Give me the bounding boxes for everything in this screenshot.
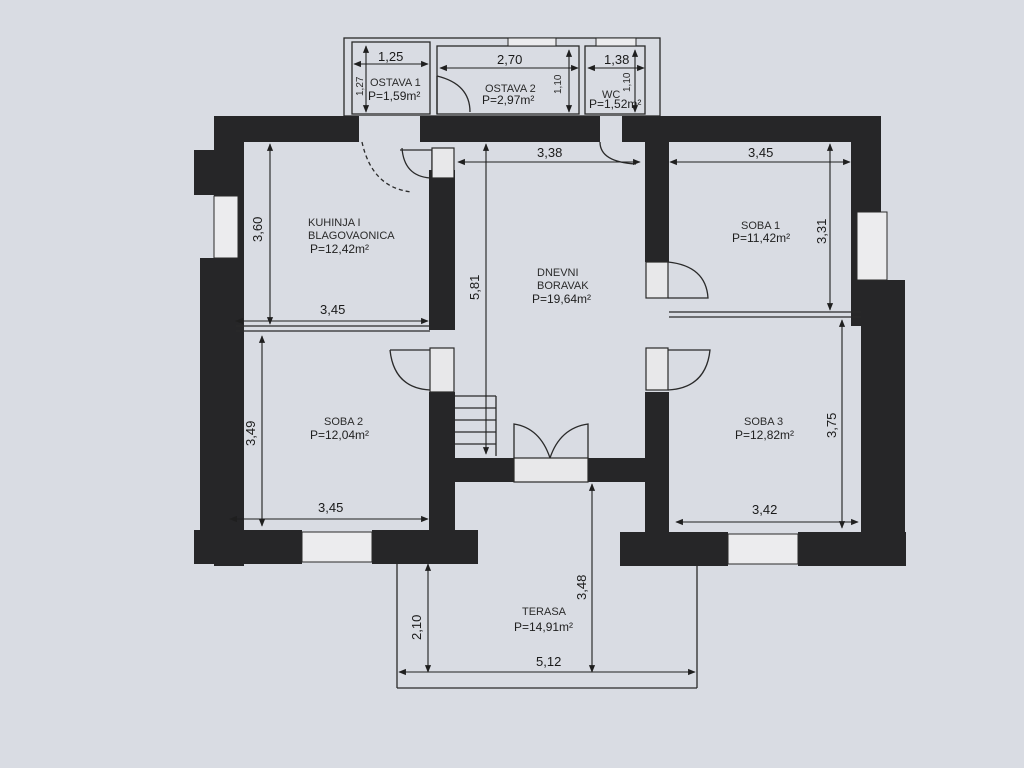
walls [194,116,906,566]
dim-kuhinja-height: 3,60 [250,217,265,242]
room-name-dnevni-2: BORAVAK [537,280,589,292]
room-area-kuhinja: P=12,42m² [310,242,369,256]
dimension-lines [229,45,859,676]
room-name-soba1: SOBA 1 [741,220,780,232]
room-area-ostava2: P=2,97m² [482,93,534,107]
room-area-wc: P=1,52m² [589,97,641,111]
partitions [236,311,861,332]
room-name-kuhinja-1: KUHINJA I [308,217,361,229]
terrace-outline [396,564,698,689]
dim-soba2-height: 3,49 [243,421,258,446]
dim-dnevni-width: 3,38 [537,145,562,160]
dim-terasa-depth-left: 2,10 [409,615,424,640]
room-name-terasa: TERASA [522,606,567,618]
dim-ostava1-height: 1,27 [355,76,366,96]
dim-wc-width: 1,38 [604,52,629,67]
room-name-dnevni-1: DNEVNI [537,267,579,279]
stairs [455,395,497,456]
room-name-soba3: SOBA 3 [744,416,783,428]
room-area-soba3: P=12,82m² [735,428,794,442]
dim-dnevni-height: 5,81 [467,275,482,300]
room-area-soba2: P=12,04m² [310,428,369,442]
dim-soba3-width: 3,42 [752,502,777,517]
room-name-ostava1: OSTAVA 1 [370,77,421,89]
dim-wc-height: 1,10 [622,72,633,92]
room-area-soba1: P=11,42m² [732,231,790,245]
room-area-terasa: P=14,91m² [514,620,573,634]
dim-ostava2-width: 2,70 [497,52,522,67]
doors [359,116,711,483]
dim-soba2-width: 3,45 [318,500,343,515]
dim-soba3-height: 3,75 [824,413,839,438]
dim-ostava2-height: 1,10 [553,74,564,94]
dim-kuhinja-width: 3,45 [320,302,345,317]
dim-terasa-width: 5,12 [536,654,561,669]
room-name-ostava2: OSTAVA 2 [485,83,536,95]
dim-soba1-width: 3,45 [748,145,773,160]
dim-ostava1-width: 1,25 [378,49,403,64]
storage-strip [343,37,661,117]
room-name-wc: WC [602,89,620,101]
room-name-kuhinja-2: BLAGOVAONICA [308,230,395,242]
dim-soba1-height: 3,31 [814,219,829,244]
windows [213,195,888,565]
room-name-soba2: SOBA 2 [324,416,363,428]
room-area-ostava1: P=1,59m² [368,89,420,103]
dim-terasa-depth-center: 3,48 [574,575,589,600]
room-area-dnevni: P=19,64m² [532,292,591,306]
